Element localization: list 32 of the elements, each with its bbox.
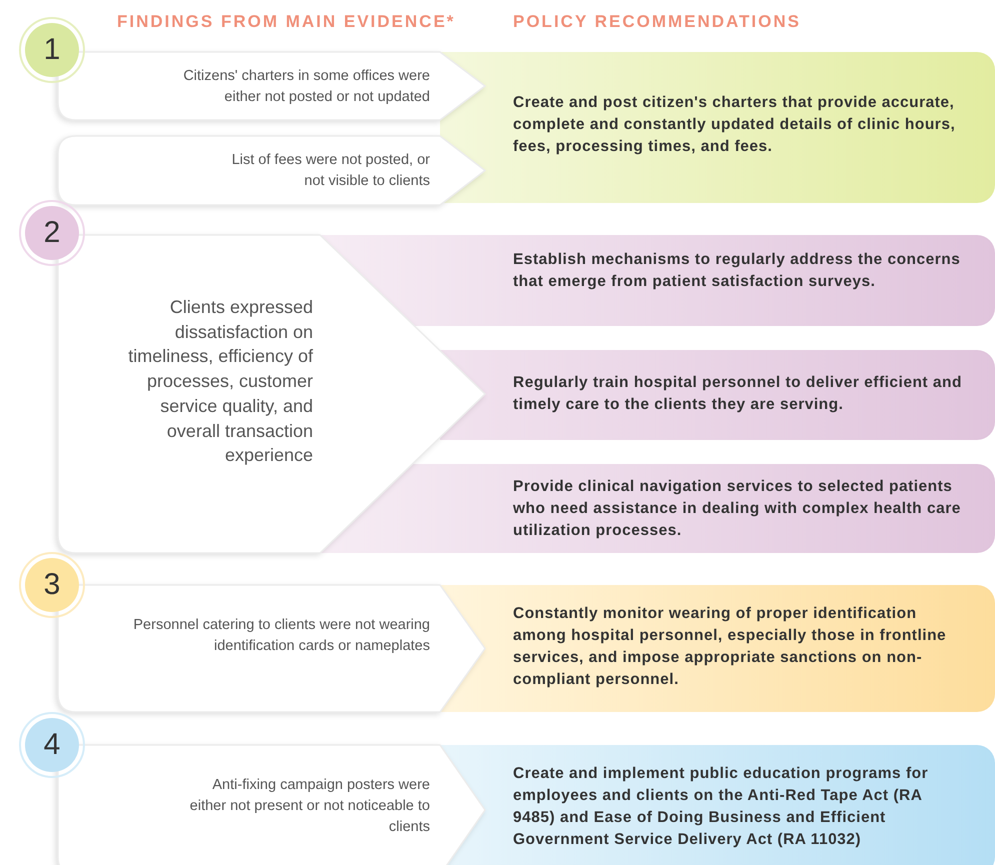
finding-text: List of fees were not posted, or not visible to clients — [230, 151, 430, 191]
finding-arrow-box — [58, 745, 485, 865]
step-number: 1 — [44, 34, 60, 66]
recommendation-box — [320, 235, 995, 326]
recommendation-box — [440, 745, 995, 865]
finding-arrow-box — [58, 52, 485, 120]
recommendation-text: Create and post citizen's charters that provide accurate, complete and constantly updated details of clinic hours, fees, processing times, and fees. — [513, 93, 956, 157]
finding-text: Citizens' charters in some offices were either not posted or not updated — [182, 67, 430, 107]
recommendation-text: Create and implement public education programs for employees and clients on the Anti-Red Tape Act (RA 9485) and Ease of Doing Business and Efficient Government Service Delivery Act (RA 11032) — [513, 764, 930, 850]
step-number: 3 — [44, 569, 60, 601]
column-heading: FINDINGS FROM MAIN EVIDENCE* — [117, 12, 456, 32]
step-number-circle — [19, 552, 85, 618]
finding-arrow-box — [58, 585, 485, 712]
step-number-circle — [19, 200, 85, 266]
recommendation-text: Constantly monitor wearing of proper identification among hospital personnel, especially those in frontline services, and impose appropriate sanctions on non-compliant personnel. — [513, 604, 948, 690]
recommendation-box — [440, 585, 995, 712]
step-number-circle — [19, 712, 85, 778]
finding-text: Anti-fixing campaign posters were either not present or not noticeable to clients — [188, 776, 430, 837]
finding-arrow-box — [58, 136, 485, 205]
recommendation-text: Provide clinical navigation services to selected patients who need assistance in dealing with complex health care utilization processes. — [513, 477, 962, 541]
recommendation-box — [440, 52, 995, 203]
finding-text: Personnel catering to clients were not wearing identification cards or nameplates — [132, 616, 430, 656]
step-number: 4 — [44, 729, 60, 761]
recommendation-box — [320, 464, 995, 553]
finding-text: Clients expressed dissatisfaction on timeliness, efficiency of processes, customer service quality, and overall transaction experience — [127, 296, 313, 468]
step-number-circle — [19, 17, 85, 83]
recommendation-box — [440, 350, 995, 440]
step-number: 2 — [44, 217, 60, 249]
column-heading: POLICY RECOMMENDATIONS — [513, 12, 801, 32]
recommendation-text: Establish mechanisms to regularly address the concerns that emerge from patient satisfaction surveys. — [513, 250, 962, 292]
finding-arrow-box — [58, 235, 485, 553]
recommendation-text: Regularly train hospital personnel to deliver efficient and timely care to the clients they are serving. — [513, 373, 963, 415]
